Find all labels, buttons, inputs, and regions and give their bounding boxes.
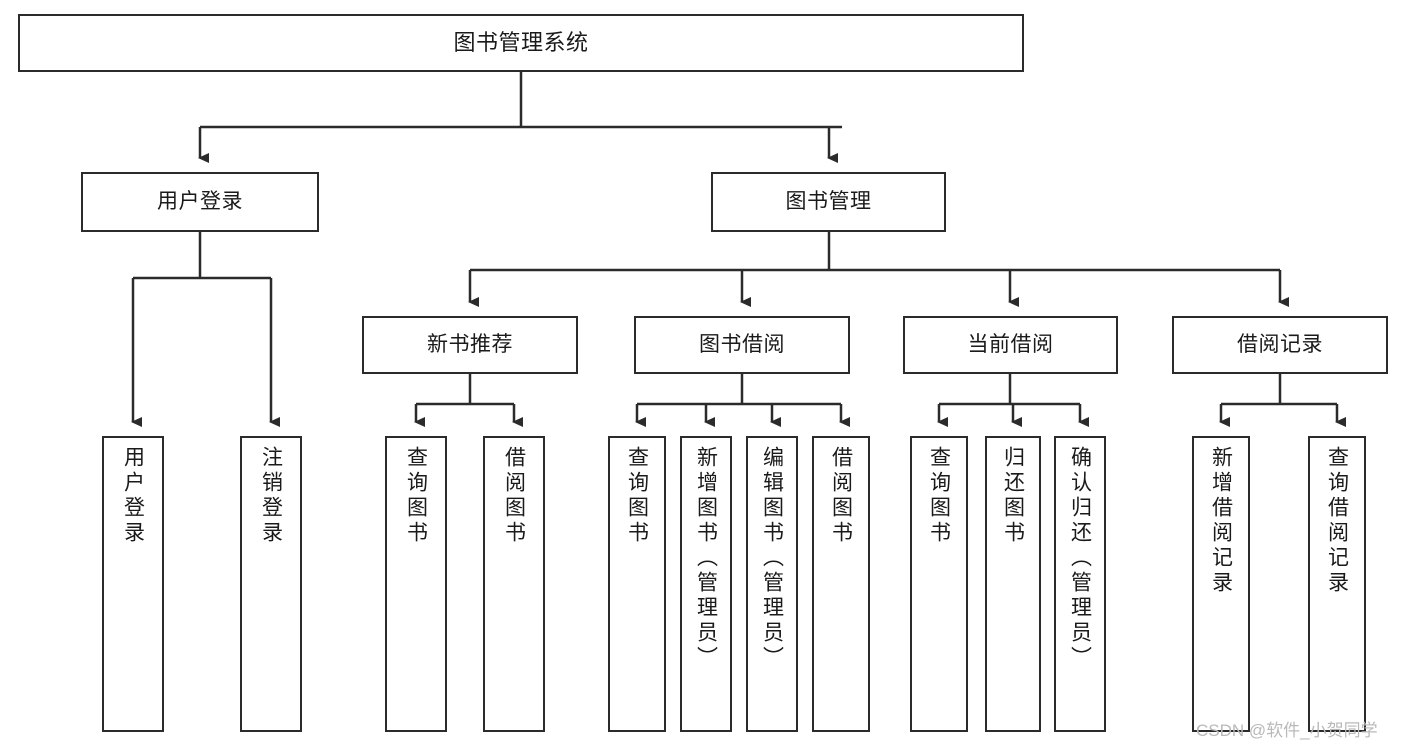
node-label: 查询图书 <box>404 446 428 546</box>
node-label: 借阅图书 <box>502 446 526 546</box>
node-label: 新书推荐 <box>427 332 513 356</box>
node-label: 用户登录 <box>121 446 145 546</box>
node-label: 注销登录 <box>259 446 283 546</box>
leaf-query-book-borrow[interactable]: 查询图书 <box>608 436 666 732</box>
leaf-add-book-admin[interactable]: 新增图书（管理员） <box>680 436 732 732</box>
node-label: 新增图书（管理员） <box>694 446 718 671</box>
node-label: 查询图书 <box>927 446 951 546</box>
node-label: 归还图书 <box>1001 446 1025 546</box>
node-root-system[interactable]: 图书管理系统 <box>18 14 1024 72</box>
node-label: 借阅记录 <box>1237 332 1323 356</box>
leaf-borrow-book-borrow[interactable]: 借阅图书 <box>812 436 870 732</box>
node-label: 查询借阅记录 <box>1325 446 1349 596</box>
leaf-query-book-current[interactable]: 查询图书 <box>910 436 968 732</box>
node-label: 当前借阅 <box>967 332 1054 356</box>
leaf-add-borrow-record[interactable]: 新增借阅记录 <box>1192 436 1250 732</box>
node-label: 图书管理 <box>785 189 872 213</box>
node-label: 查询图书 <box>625 446 649 546</box>
node-book-manage[interactable]: 图书管理 <box>711 172 946 232</box>
node-label: 新增借阅记录 <box>1209 446 1233 596</box>
leaf-edit-book-admin[interactable]: 编辑图书（管理员） <box>746 436 798 732</box>
leaf-borrow-book-rec[interactable]: 借阅图书 <box>483 436 545 732</box>
node-label: 图书管理系统 <box>453 30 589 56</box>
node-current-borrow[interactable]: 当前借阅 <box>903 316 1118 374</box>
node-label: 用户登录 <box>157 189 243 213</box>
node-borrow-record[interactable]: 借阅记录 <box>1172 316 1388 374</box>
node-label: 借阅图书 <box>829 446 853 546</box>
node-book-borrow[interactable]: 图书借阅 <box>634 316 850 374</box>
node-label: 图书借阅 <box>699 332 785 356</box>
node-new-book-recommend[interactable]: 新书推荐 <box>362 316 578 374</box>
node-label: 确认归还（管理员） <box>1068 446 1092 671</box>
node-label: 编辑图书（管理员） <box>760 446 784 671</box>
node-user-login[interactable]: 用户登录 <box>81 172 319 232</box>
leaf-confirm-return-admin[interactable]: 确认归还（管理员） <box>1054 436 1106 732</box>
leaf-query-book-rec[interactable]: 查询图书 <box>385 436 447 732</box>
leaf-user-login[interactable]: 用户登录 <box>102 436 164 732</box>
leaf-logout[interactable]: 注销登录 <box>240 436 302 732</box>
csdn-watermark: CSDN @软件_小贺同学 <box>1196 721 1378 740</box>
leaf-query-borrow-record[interactable]: 查询借阅记录 <box>1308 436 1366 732</box>
leaf-return-book[interactable]: 归还图书 <box>985 436 1041 732</box>
